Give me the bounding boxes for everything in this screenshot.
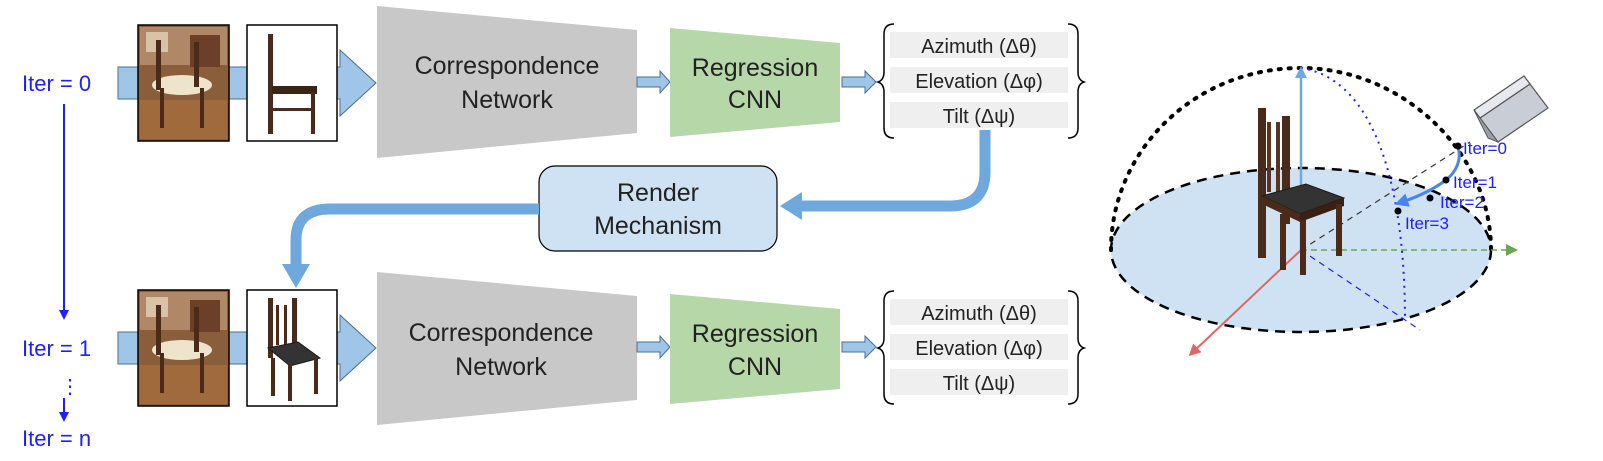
top-correspondence-label-2: Network <box>461 86 553 114</box>
top-regression-label-1: Regression <box>692 54 818 82</box>
top-arrow-reg-to-out <box>841 69 877 95</box>
top-output-bg-0 <box>890 32 1068 58</box>
iter-2-point <box>1426 194 1434 202</box>
top-output-azimuth: Azimuth (Δθ) <box>921 36 1037 58</box>
sphere-chair <box>1258 108 1346 275</box>
top-arrow-corr-to-reg <box>636 69 671 95</box>
top-right-brace <box>1067 23 1087 139</box>
view-ray <box>1300 141 1471 251</box>
sphere-iter-3-label: Iter=3 <box>1405 214 1449 233</box>
render-label-2: Mechanism <box>594 212 722 240</box>
bottom-output-elevation: Elevation (Δφ) <box>915 338 1042 360</box>
top-regression-cnn <box>670 28 840 137</box>
top-regression-label-2: CNN <box>728 86 782 114</box>
bottom-output-bg-0 <box>890 299 1068 325</box>
top-correspondence-label-1: Correspondence <box>415 52 600 80</box>
bottom-correspondence-network <box>377 272 637 425</box>
feedback-arrowhead-render <box>780 192 802 220</box>
top-output-bg-1 <box>890 67 1068 93</box>
top-left-brace <box>875 23 895 139</box>
bottom-correspondence-label-1: Correspondence <box>409 319 594 347</box>
top-output-tilt: Tilt (Δψ) <box>943 106 1015 128</box>
bottom-right-brace <box>1067 290 1087 405</box>
feedback-arrow-to-render <box>800 130 991 212</box>
render-label-1: Render <box>617 179 699 207</box>
iter-1-label: Iter = 1 <box>22 336 91 361</box>
bottom-chair-photo <box>137 289 230 407</box>
top-output-bg-2 <box>890 102 1068 128</box>
meridian-arc <box>1300 67 1406 321</box>
iter-n-label: Iter = n <box>22 426 91 451</box>
top-correspondence-network <box>377 6 637 158</box>
bottom-regression-cnn <box>670 294 840 404</box>
bottom-output-azimuth: Azimuth (Δθ) <box>921 303 1037 325</box>
top-chair-render <box>246 24 338 142</box>
bottom-output-bg-1 <box>890 334 1068 360</box>
bottom-output-bg-2 <box>890 369 1068 395</box>
bottom-correspondence-label-2: Network <box>455 353 547 381</box>
bottom-left-brace <box>875 290 895 405</box>
iter-1-point <box>1442 176 1450 184</box>
iter-0-point <box>1454 142 1462 150</box>
sphere-iter-1-label: Iter=1 <box>1453 173 1497 192</box>
feedback-arrow-to-bottom <box>290 203 539 266</box>
top-chair-photo <box>137 24 230 142</box>
feedback-arrowhead-bottom <box>282 264 310 288</box>
ground-projection <box>1300 249 1421 331</box>
bottom-arrow-reg-to-out <box>841 334 877 360</box>
bottom-regression-label-1: Regression <box>692 320 818 348</box>
iter-dots: ⋮ <box>60 376 80 398</box>
bottom-chair-render <box>246 289 338 407</box>
viewpoint-sphere: Iter=0 Iter=1 Iter=2 Iter=3 <box>1109 65 1549 357</box>
bottom-regression-label-2: CNN <box>728 353 782 381</box>
top-output-elevation: Elevation (Δφ) <box>915 71 1042 93</box>
sphere-iter-0-label: Iter=0 <box>1463 139 1507 158</box>
sphere-iter-2-label: Iter=2 <box>1440 193 1484 212</box>
camera-icon <box>1473 75 1549 144</box>
iter-3-point <box>1394 207 1402 215</box>
iter-0-label: Iter = 0 <box>22 71 91 96</box>
bottom-output-tilt: Tilt (Δψ) <box>943 373 1015 395</box>
bottom-arrow-corr-to-reg <box>636 334 671 360</box>
